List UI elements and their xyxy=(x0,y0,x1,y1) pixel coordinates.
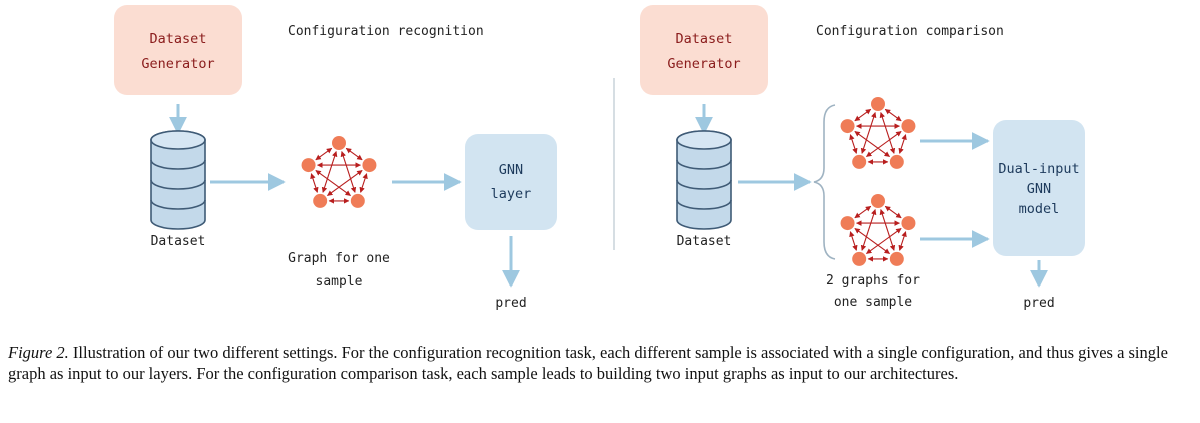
figure-caption: Figure 2. Illustration of our two differ… xyxy=(8,342,1192,384)
graph-node xyxy=(901,216,916,231)
graph-node xyxy=(889,154,904,169)
graph-edge xyxy=(849,134,858,154)
graph-edge xyxy=(315,169,351,197)
graph-edge xyxy=(854,227,890,255)
graph-edge xyxy=(854,205,872,219)
model-label-line2: GNN xyxy=(1027,181,1051,197)
graph-edge xyxy=(359,173,368,193)
database-icon xyxy=(676,130,732,230)
graph-label-line1: Graph for one xyxy=(288,251,390,266)
database-icon xyxy=(150,130,206,230)
right-panel: Dataset Generator Configuration comparis… xyxy=(640,5,1085,311)
dataset-generator-box xyxy=(114,5,242,95)
sample-graph-bottom xyxy=(840,194,916,266)
graph-edge xyxy=(860,209,877,251)
graphs-label-line1: 2 graphs for xyxy=(826,273,920,288)
graph-node xyxy=(362,158,377,173)
graph-node xyxy=(350,193,365,208)
gnn-layer-label-line1: GNN xyxy=(499,162,523,178)
graph-edge xyxy=(340,151,357,193)
graph-edge xyxy=(854,108,872,122)
dataset-generator-label-line1: Dataset xyxy=(676,31,733,47)
graph-edge xyxy=(898,134,907,154)
graph-edge xyxy=(854,130,890,158)
left-panel: Dataset Generator Configuration recognit… xyxy=(114,5,557,311)
graph-edge xyxy=(321,151,338,193)
graph-edge xyxy=(345,147,363,161)
graph-edge xyxy=(310,173,319,193)
graph-node xyxy=(901,119,916,134)
dataset-generator-box xyxy=(640,5,768,95)
dataset-label: Dataset xyxy=(151,234,206,249)
graph-edge xyxy=(884,205,902,219)
brace-icon xyxy=(813,104,836,260)
graph-edge xyxy=(315,147,333,161)
panel-title-comparison: Configuration comparison xyxy=(816,24,1004,39)
graph-node xyxy=(840,119,855,134)
caption-text: Illustration of our two different settin… xyxy=(8,343,1168,383)
graph-node xyxy=(871,194,885,208)
gnn-layer-box xyxy=(465,134,557,230)
graph-node xyxy=(313,193,328,208)
graphs-label-line2: one sample xyxy=(834,295,912,310)
diagram: Dataset Generator Configuration recognit… xyxy=(114,5,1085,311)
dataset-label: Dataset xyxy=(677,234,732,249)
graph-node xyxy=(840,216,855,231)
model-label-line1: Dual-input xyxy=(998,161,1079,177)
pred-output-label: pred xyxy=(1023,296,1054,311)
graph-node xyxy=(852,251,867,266)
figure-number: Figure 2. xyxy=(8,343,69,362)
graph-node xyxy=(301,158,316,173)
graph-node xyxy=(871,97,885,111)
graph-edge xyxy=(884,108,902,122)
dataset-generator-label-line2: Generator xyxy=(667,56,740,72)
panel-title-recognition: Configuration recognition xyxy=(288,24,484,39)
sample-graph-top xyxy=(840,97,916,169)
graph-edge xyxy=(860,112,877,154)
sample-graph xyxy=(301,136,377,208)
graph-node xyxy=(332,136,346,150)
graph-label-line2: sample xyxy=(316,274,363,289)
dataset-generator-label-line2: Generator xyxy=(141,56,214,72)
graph-edge xyxy=(898,231,907,251)
dual-input-gnn-model-box xyxy=(993,120,1085,256)
graph-edge xyxy=(879,209,896,251)
pred-output-label: pred xyxy=(495,296,526,311)
graph-edge xyxy=(879,112,896,154)
model-label-line3: model xyxy=(1019,201,1060,217)
graph-edge xyxy=(849,231,858,251)
graph-node xyxy=(852,154,867,169)
dataset-generator-label-line1: Dataset xyxy=(150,31,207,47)
gnn-layer-label-line2: layer xyxy=(491,186,532,202)
graph-node xyxy=(889,251,904,266)
